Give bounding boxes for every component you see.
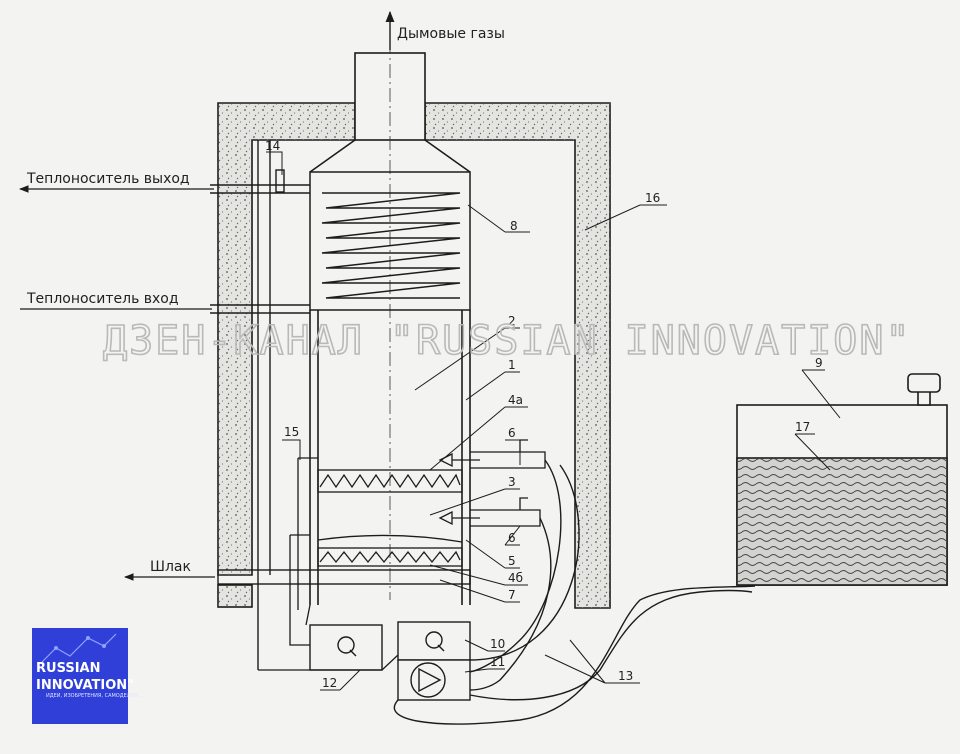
callout-2: 2 [508,314,516,328]
coolant-out-label: Теплоноситель выход [26,171,190,187]
callout-17: 17 [795,420,810,434]
heat-exchanger-coil [309,171,471,311]
logo-tagline: ИДЕИ, ИЗОБРЕТЕНИЯ, САМОДЕЛКИ... [46,693,143,699]
hoses [393,459,756,725]
callout-7: 7 [508,588,516,602]
callout-6-lower: 6 [508,531,516,545]
blower-unit [397,621,471,701]
fuel-tank [736,373,948,586]
callout-15: 15 [284,425,299,439]
callout-12: 12 [322,676,337,690]
unit-wiring [258,654,399,671]
callout-14: 14 [265,139,280,153]
logo-line2: INNOVATION" [36,678,134,693]
logo-line1: RUSSIAN [36,661,101,676]
callout-3: 3 [508,475,516,489]
callout-13: 13 [618,669,633,683]
watermark-text: ДЗЕН-КАНАЛ "RUSSIAN INNOVATION" [103,318,912,364]
callout-5: 5 [508,554,516,568]
callout-16: 16 [645,191,660,205]
coolant-in-label: Теплоноситель вход [26,291,179,307]
callout-8: 8 [510,219,518,233]
callout-11: 11 [490,655,505,669]
slag-label: Шлак [150,559,191,575]
sensor-wiring [289,457,318,646]
callout-6-upper: 6 [508,426,516,440]
air-inlet-upper [438,439,546,469]
leader-lines [266,151,841,691]
callout-1: 1 [508,358,516,372]
flue-gas-label: Дымовые газы [397,26,505,42]
insulation-casing [217,102,611,609]
slag-channel [217,569,471,585]
control-unit-12 [309,624,383,671]
coolant-pipes [210,140,310,670]
channel-logo: RUSSIAN INNOVATION" ИДЕИ, ИЗОБРЕТЕНИЯ, С… [32,628,143,724]
grate-4a [317,469,463,493]
callout-9: 9 [815,356,823,370]
callout-4b: 4б [508,571,523,585]
air-inlet-lower [438,497,541,527]
grate-4b [317,534,463,567]
callout-4a: 4а [508,393,523,407]
callout-10: 10 [490,637,505,651]
